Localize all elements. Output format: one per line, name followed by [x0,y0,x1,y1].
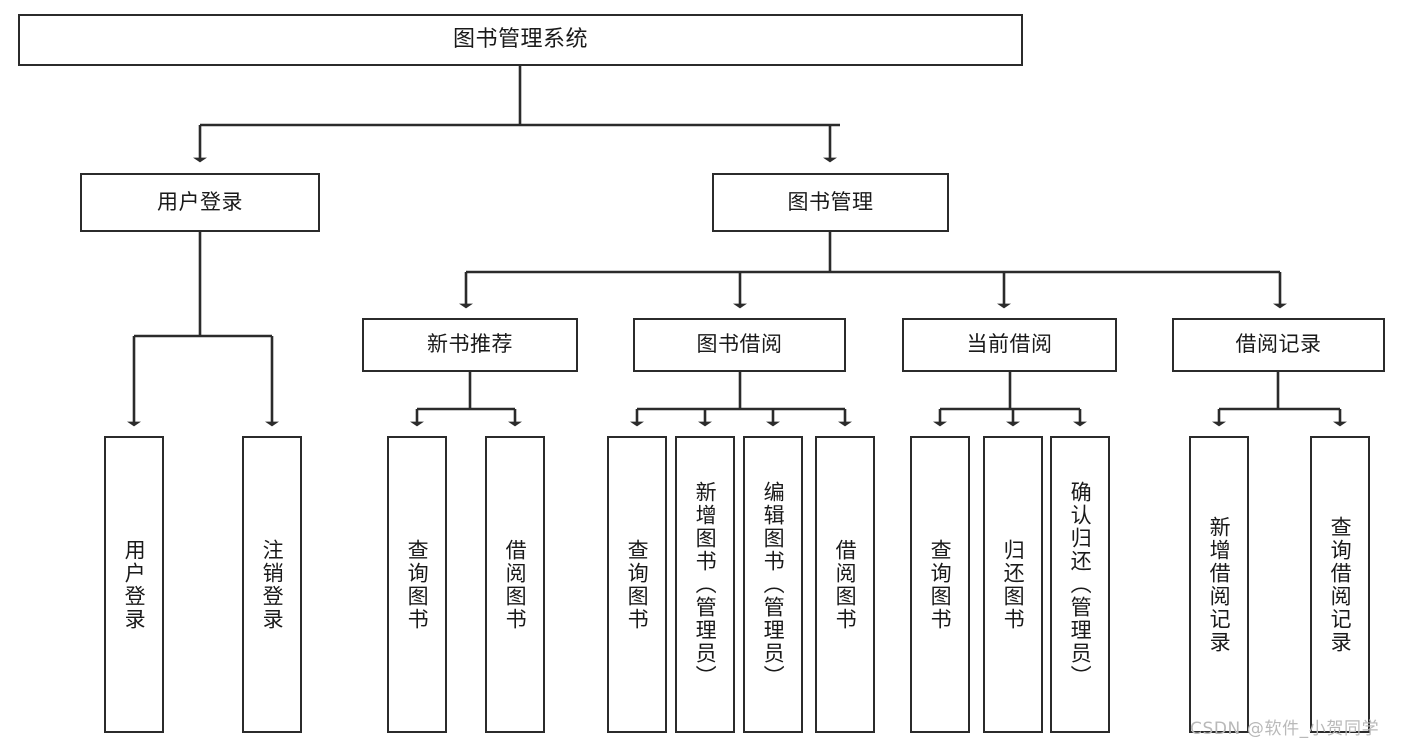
node-book-manage-label: 图书管理 [787,189,874,214]
node-leaf-borrow-book-1[interactable]: 借阅图书 [485,436,545,733]
node-leaf-add-record-label: 新增借阅记录 [1207,515,1232,654]
node-new-book-recommend[interactable]: 新书推荐 [362,318,578,372]
node-leaf-query-book-1-label: 查询图书 [405,538,430,631]
node-book-manage[interactable]: 图书管理 [712,173,949,232]
node-user-login[interactable]: 用户登录 [80,173,320,232]
node-book-borrow-label: 图书借阅 [696,332,783,357]
node-leaf-edit-book[interactable]: 编辑图书（管理员） [743,436,803,733]
node-root-label: 图书管理系统 [452,26,588,52]
node-leaf-query-book-1[interactable]: 查询图书 [387,436,447,733]
node-current-borrow-label: 当前借阅 [966,332,1053,357]
node-user-login-label: 用户登录 [157,189,243,214]
node-leaf-query-book-3-label: 查询图书 [928,538,953,631]
node-leaf-borrow-book-1-label: 借阅图书 [503,538,528,631]
node-leaf-query-book-2-label: 查询图书 [625,538,650,631]
node-leaf-query-record-label: 查询借阅记录 [1328,515,1353,654]
node-leaf-query-record[interactable]: 查询借阅记录 [1310,436,1370,733]
node-leaf-return-book[interactable]: 归还图书 [983,436,1043,733]
node-borrow-record-label: 借阅记录 [1235,332,1322,357]
node-book-borrow[interactable]: 图书借阅 [633,318,846,372]
node-borrow-record[interactable]: 借阅记录 [1172,318,1385,372]
node-leaf-add-book-label: 新增图书（管理员） [693,481,718,688]
node-leaf-edit-book-label: 编辑图书（管理员） [761,481,786,688]
node-leaf-return-book-label: 归还图书 [1001,538,1026,631]
node-leaf-add-record[interactable]: 新增借阅记录 [1189,436,1249,733]
node-leaf-confirm-return-label: 确认归还（管理员） [1068,481,1093,688]
node-leaf-logout-label: 注销登录 [260,538,285,631]
node-leaf-query-book-2[interactable]: 查询图书 [607,436,667,733]
node-leaf-user-login[interactable]: 用户登录 [104,436,164,733]
node-leaf-borrow-book-2[interactable]: 借阅图书 [815,436,875,733]
node-current-borrow[interactable]: 当前借阅 [902,318,1117,372]
node-leaf-confirm-return[interactable]: 确认归还（管理员） [1050,436,1110,733]
node-leaf-borrow-book-2-label: 借阅图书 [833,538,858,631]
node-leaf-user-login-label: 用户登录 [122,538,147,631]
node-root[interactable]: 图书管理系统 [18,14,1023,66]
node-leaf-query-book-3[interactable]: 查询图书 [910,436,970,733]
node-leaf-add-book[interactable]: 新增图书（管理员） [675,436,735,733]
node-leaf-logout[interactable]: 注销登录 [242,436,302,733]
node-new-book-recommend-label: 新书推荐 [427,332,513,357]
